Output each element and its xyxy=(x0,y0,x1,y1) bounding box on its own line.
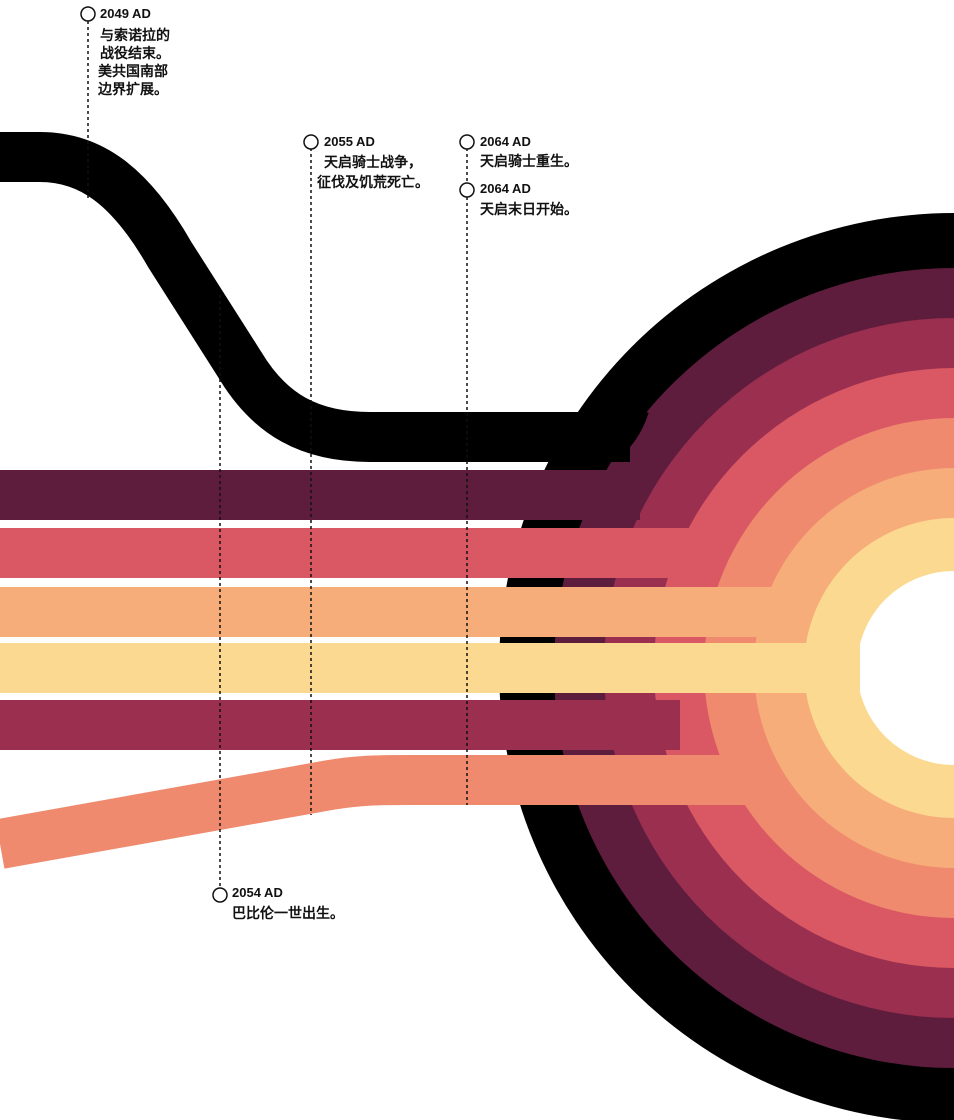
band-black xyxy=(0,132,649,462)
event-text-2049-line4: 边界扩展。 xyxy=(97,81,168,98)
band-plum xyxy=(0,470,640,520)
event-text-2055-line2: 征伐及饥荒死亡。 xyxy=(317,174,429,191)
event-text-2054-line1: 巴比伦一世出生。 xyxy=(232,905,344,922)
leader-lines xyxy=(87,21,468,888)
band-salmon xyxy=(0,755,770,869)
band-cream xyxy=(0,643,860,693)
band-black-joint xyxy=(570,412,630,462)
marker-2064b xyxy=(459,182,475,198)
event-text-2064a-line1: 天启骑士重生。 xyxy=(480,153,578,170)
event-text-2049-line2: 战役结束。 xyxy=(100,45,170,62)
event-year-2054: 2054 AD xyxy=(232,885,283,900)
event-text-2049-line1: 与索诺拉的 xyxy=(100,27,170,44)
event-markers xyxy=(80,6,475,903)
marker-2054 xyxy=(212,887,228,903)
marker-2055 xyxy=(303,134,319,150)
event-year-2055: 2055 AD xyxy=(324,134,375,149)
marker-2064a xyxy=(459,134,475,150)
band-peach xyxy=(0,587,800,637)
marker-2049 xyxy=(80,6,96,22)
event-text-2055-line1: 天启骑士战争， xyxy=(324,154,422,171)
event-text-2049-line3: 美共国南部 xyxy=(98,63,168,80)
event-text-2064b-line1: 天启末日开始。 xyxy=(480,201,578,218)
ring-center xyxy=(857,571,954,765)
band-wine xyxy=(0,700,680,750)
band-rose xyxy=(0,528,710,578)
event-year-2064b: 2064 AD xyxy=(480,181,531,196)
event-year-2064a: 2064 AD xyxy=(480,134,531,149)
event-labels: 2049 AD 与索诺拉的 战役结束。 美共国南部 边界扩展。 2055 AD … xyxy=(97,6,578,922)
event-year-2049: 2049 AD xyxy=(100,6,151,21)
timeline-bands xyxy=(0,132,860,869)
